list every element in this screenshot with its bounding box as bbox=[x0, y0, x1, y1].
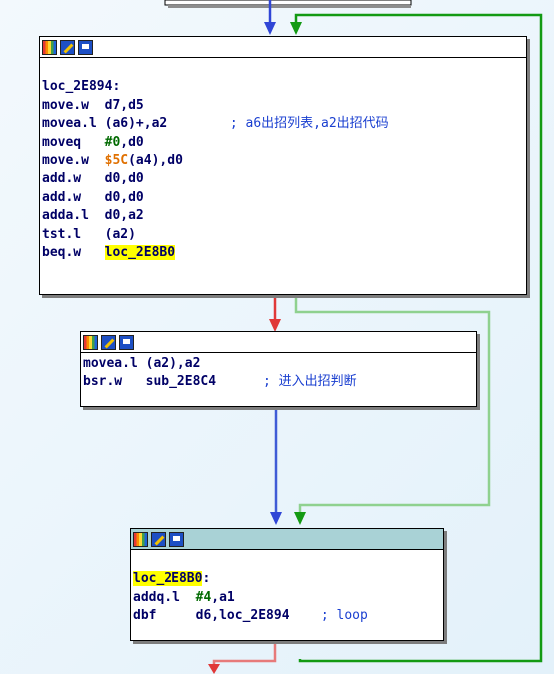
pencil-icon[interactable] bbox=[101, 334, 116, 350]
asm-text: tst.l (a2) bbox=[42, 226, 136, 242]
asm-text bbox=[290, 608, 321, 623]
comment-text: ; 进入出招判断 bbox=[263, 374, 357, 390]
immediate-value: #4 bbox=[195, 589, 212, 605]
graph-color-icon[interactable] bbox=[133, 531, 148, 547]
offset-value: $5C bbox=[104, 152, 129, 168]
asm-line[interactable]: dbf d6,loc_2E894 ; loop bbox=[133, 607, 443, 625]
arrow-incoming-top bbox=[264, 22, 276, 35]
edge-loop-back bbox=[294, 13, 543, 663]
comment-text: ; a6出招列表,a2出招代码 bbox=[229, 116, 389, 132]
asm-line[interactable]: add.w d0,d0 bbox=[42, 170, 526, 188]
asm-line[interactable]: add.w d0,d0 bbox=[42, 189, 526, 207]
asm-line[interactable]: move.w $5C(a4),d0 bbox=[42, 152, 526, 170]
view-icon[interactable] bbox=[78, 39, 93, 55]
asm-line[interactable]: loc_2E8B0: bbox=[133, 570, 443, 588]
graph-color-icon[interactable] bbox=[83, 334, 98, 350]
asm-line[interactable]: adda.l d0,a2 bbox=[42, 207, 526, 225]
asm-line[interactable]: addq.l #4,a1 bbox=[133, 589, 443, 607]
asm-text: movea.l (a2),a2 bbox=[83, 356, 201, 371]
node-titlebar bbox=[81, 332, 476, 353]
asm-text: move.w bbox=[42, 152, 105, 168]
edge-true-branch bbox=[294, 297, 491, 514]
view-icon[interactable] bbox=[169, 531, 184, 547]
arrow-false-branch bbox=[269, 319, 281, 332]
asm-text: move.w d7,d5 bbox=[42, 97, 144, 113]
previous-node-shadow bbox=[168, 5, 411, 8]
node-titlebar bbox=[40, 37, 526, 58]
asm-line[interactable]: moveq #0,d0 bbox=[42, 134, 526, 152]
edge-exit bbox=[212, 641, 277, 666]
asm-text: beq.w bbox=[42, 244, 105, 260]
asm-text: ,d0 bbox=[120, 134, 144, 150]
asm-text: addq.l bbox=[133, 589, 196, 605]
asm-text: movea.l (a6)+,a2 bbox=[42, 116, 168, 132]
asm-line[interactable]: tst.l (a2) bbox=[42, 226, 526, 244]
asm-line[interactable]: beq.w loc_2E8B0 bbox=[42, 244, 526, 262]
comment-text: ; loop bbox=[320, 608, 368, 624]
asm-text: (a4),d0 bbox=[128, 152, 183, 168]
asm-text: add.w d0,d0 bbox=[42, 171, 144, 187]
asm-line[interactable] bbox=[42, 60, 526, 78]
asm-line[interactable]: loc_2E894: bbox=[42, 78, 526, 96]
asm-line[interactable]: movea.l (a6)+,a2 ; a6出招列表,a2出招代码 bbox=[42, 115, 526, 133]
asm-line[interactable]: move.w d7,d5 bbox=[42, 97, 526, 115]
view-icon[interactable] bbox=[119, 334, 134, 350]
asm-text: loc_2E894: bbox=[42, 79, 121, 95]
node-titlebar-active bbox=[131, 529, 443, 550]
arrow-true-branch bbox=[294, 512, 306, 525]
asm-text: ,a1 bbox=[211, 589, 235, 605]
asm-text: : bbox=[202, 571, 211, 587]
asm-line[interactable] bbox=[133, 552, 443, 570]
pencil-icon[interactable] bbox=[60, 39, 75, 55]
asm-text bbox=[216, 374, 263, 389]
arrow-after-call bbox=[270, 512, 282, 525]
asm-text: bsr.w sub_2E8C4 bbox=[83, 374, 217, 390]
highlighted-label[interactable]: loc_2 bbox=[133, 571, 173, 587]
graph-color-icon[interactable] bbox=[42, 39, 57, 55]
asm-text: dbf d6,loc_2E894 bbox=[133, 608, 290, 624]
asm-text: add.w d0,d0 bbox=[42, 189, 144, 205]
code-block-loc-2e894[interactable]: loc_2E894: move.w d7,d5 movea.l (a6)+,a2 ;… bbox=[39, 36, 527, 295]
code-block-sub-call[interactable]: movea.l (a2),a2 bsr.w sub_2E8C4 ; 进入出招判断 bbox=[80, 331, 477, 407]
asm-text bbox=[167, 116, 230, 131]
asm-line[interactable]: movea.l (a2),a2 bbox=[83, 355, 476, 373]
arrow-exit bbox=[208, 664, 220, 674]
asm-text: moveq bbox=[42, 134, 105, 150]
highlighted-label[interactable]: E8B0 bbox=[171, 571, 203, 587]
highlighted-label[interactable]: loc_2E8B0 bbox=[104, 244, 176, 260]
asm-listing: loc_2E894: move.w d7,d5 movea.l (a6)+,a2 ;… bbox=[40, 58, 526, 262]
pencil-icon[interactable] bbox=[151, 531, 166, 547]
asm-listing: movea.l (a2),a2 bsr.w sub_2E8C4 ; 进入出招判断 bbox=[81, 353, 476, 392]
previous-node-bottom bbox=[164, 0, 412, 6]
immediate-value: #0 bbox=[104, 134, 121, 150]
asm-text: adda.l d0,a2 bbox=[42, 208, 144, 224]
asm-line[interactable]: bsr.w sub_2E8C4 ; 进入出招判断 bbox=[83, 373, 476, 391]
arrow-loop-back bbox=[290, 22, 302, 35]
